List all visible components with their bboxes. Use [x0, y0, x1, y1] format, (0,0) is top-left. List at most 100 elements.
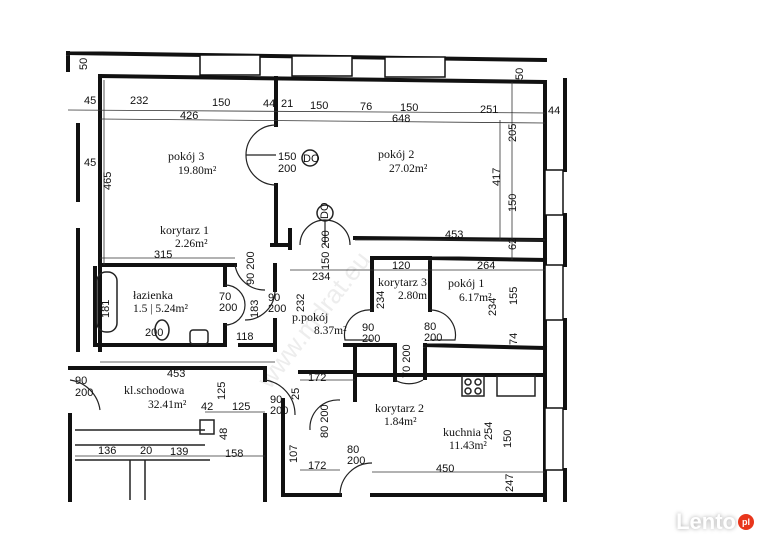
logo-text: Lento: [676, 509, 736, 534]
dimension-label: 232: [130, 95, 148, 107]
dimension-label: 90: [268, 292, 280, 304]
dimension-label: 426: [180, 110, 198, 122]
dimension-label: 205: [507, 124, 519, 142]
room-area: 1.5 | 5.24m²: [133, 303, 188, 315]
dimension-label: 150: [400, 102, 418, 114]
room-area: 6.17m²: [459, 292, 492, 304]
dimension-label: 648: [392, 113, 410, 125]
do-marker: DO: [303, 153, 320, 165]
stove-icon: [461, 375, 485, 397]
dimension-label: 200: [219, 302, 237, 314]
room-name: kl.schodowa: [124, 383, 185, 397]
bathtub-icon: [96, 271, 118, 333]
dimension-label: 80: [424, 321, 436, 333]
fixtures: [96, 271, 536, 397]
dimension-label: 465: [102, 172, 114, 190]
dimension-label: 45: [84, 157, 96, 169]
dimension-label: 150: [212, 97, 230, 109]
dimension-label: 200: [362, 333, 380, 345]
windows: [199, 54, 564, 471]
room-labels: pokój 3 19.80m² pokój 2 27.02m² korytarz…: [124, 147, 492, 452]
dimension-label: 118: [236, 331, 254, 343]
dimension-label: 232: [295, 294, 307, 312]
room-area: 11.43m²: [449, 440, 487, 452]
dimension-label: 136: [98, 445, 116, 457]
dimension-label: 48: [218, 428, 230, 440]
dimension-label: 172: [308, 372, 326, 384]
dimension-label: 247: [504, 474, 516, 492]
dimension-label: 150 200: [320, 230, 332, 270]
dimension-label: 315: [154, 249, 172, 261]
lento-logo[interactable]: Lento pl: [676, 509, 754, 535]
dimension-label: 70: [219, 291, 231, 303]
do-marker: DO: [319, 202, 331, 219]
dimension-label: 453: [445, 229, 463, 241]
dimension-label: 45: [84, 95, 96, 107]
dimension-label: 234: [312, 271, 330, 283]
dimension-label: 150: [310, 100, 328, 112]
dimension-label: 125: [232, 401, 250, 413]
dimension-lines: [67, 80, 546, 473]
dimension-label: 44: [548, 105, 560, 117]
dimension-label: 21: [281, 98, 293, 110]
dimension-label: 417: [491, 168, 503, 186]
dimension-label: 254: [483, 422, 495, 440]
dimension-label: 150: [278, 151, 296, 163]
dimension-label: 44: [263, 98, 275, 110]
room-area: 32.41m²: [148, 399, 187, 411]
dimension-label: 251: [480, 104, 498, 116]
dimension-label: 181: [100, 300, 112, 318]
dimension-label: 155: [508, 287, 520, 305]
room-name: korytarz 3: [378, 275, 427, 289]
dimension-label: 90 200: [245, 251, 257, 285]
dimension-label: 125: [216, 382, 228, 400]
room-name: p.pokój: [292, 310, 328, 324]
dimension-label: 158: [225, 448, 243, 460]
room-area: 27.02m²: [389, 163, 428, 175]
dimension-label: 50: [78, 58, 90, 70]
dimension-label: 139: [170, 446, 188, 458]
room-name: pokój 1: [448, 276, 484, 290]
dimension-label: 62: [507, 238, 519, 250]
dimension-label: 90: [75, 375, 87, 387]
dimension-label: 200: [270, 405, 288, 417]
dimension-label: 200: [268, 303, 286, 315]
dimension-label: 200: [424, 332, 442, 344]
dimension-label: 183: [249, 300, 261, 318]
kitchen-sink-icon: [496, 375, 536, 397]
do-markers: DO DO: [301, 149, 334, 222]
dimension-label: 200: [145, 327, 163, 339]
dimension-label: 80: [347, 444, 359, 456]
dimension-label: 70 200: [401, 344, 413, 378]
dimension-label: 200: [278, 163, 296, 175]
doors: [69, 124, 457, 496]
room-name: korytarz 1: [160, 223, 209, 237]
room-area: 8.37m²: [314, 325, 347, 337]
room-name: korytarz 2: [375, 401, 424, 415]
dimension-label: 20: [140, 445, 152, 457]
dimension-label: 200: [347, 455, 365, 467]
room-name: pokój 3: [168, 149, 204, 163]
dimension-label: 453: [167, 368, 185, 380]
dimension-label: 80 200: [319, 404, 331, 438]
room-area: 1.84m²: [384, 416, 417, 428]
dimension-label: 172: [308, 460, 326, 472]
toilet-icon: [154, 319, 170, 341]
dimension-label: 76: [360, 101, 372, 113]
dimension-label: 234: [375, 291, 387, 309]
room-name: pokój 2: [378, 147, 414, 161]
dimension-label: 90: [362, 322, 374, 334]
dimension-label: 150: [502, 430, 514, 448]
sink-icon: [189, 329, 209, 345]
dimension-label: 120: [392, 260, 410, 272]
dimension-label: 74: [508, 333, 520, 345]
dimension-label: 200: [75, 387, 93, 399]
logo-badge: pl: [738, 514, 754, 530]
room-area: 19.80m²: [178, 165, 217, 177]
dimension-label: 234: [487, 298, 499, 316]
room-area: 2.26m²: [175, 238, 208, 250]
dimension-label: 264: [477, 260, 495, 272]
dimension-label: 450: [436, 463, 454, 475]
